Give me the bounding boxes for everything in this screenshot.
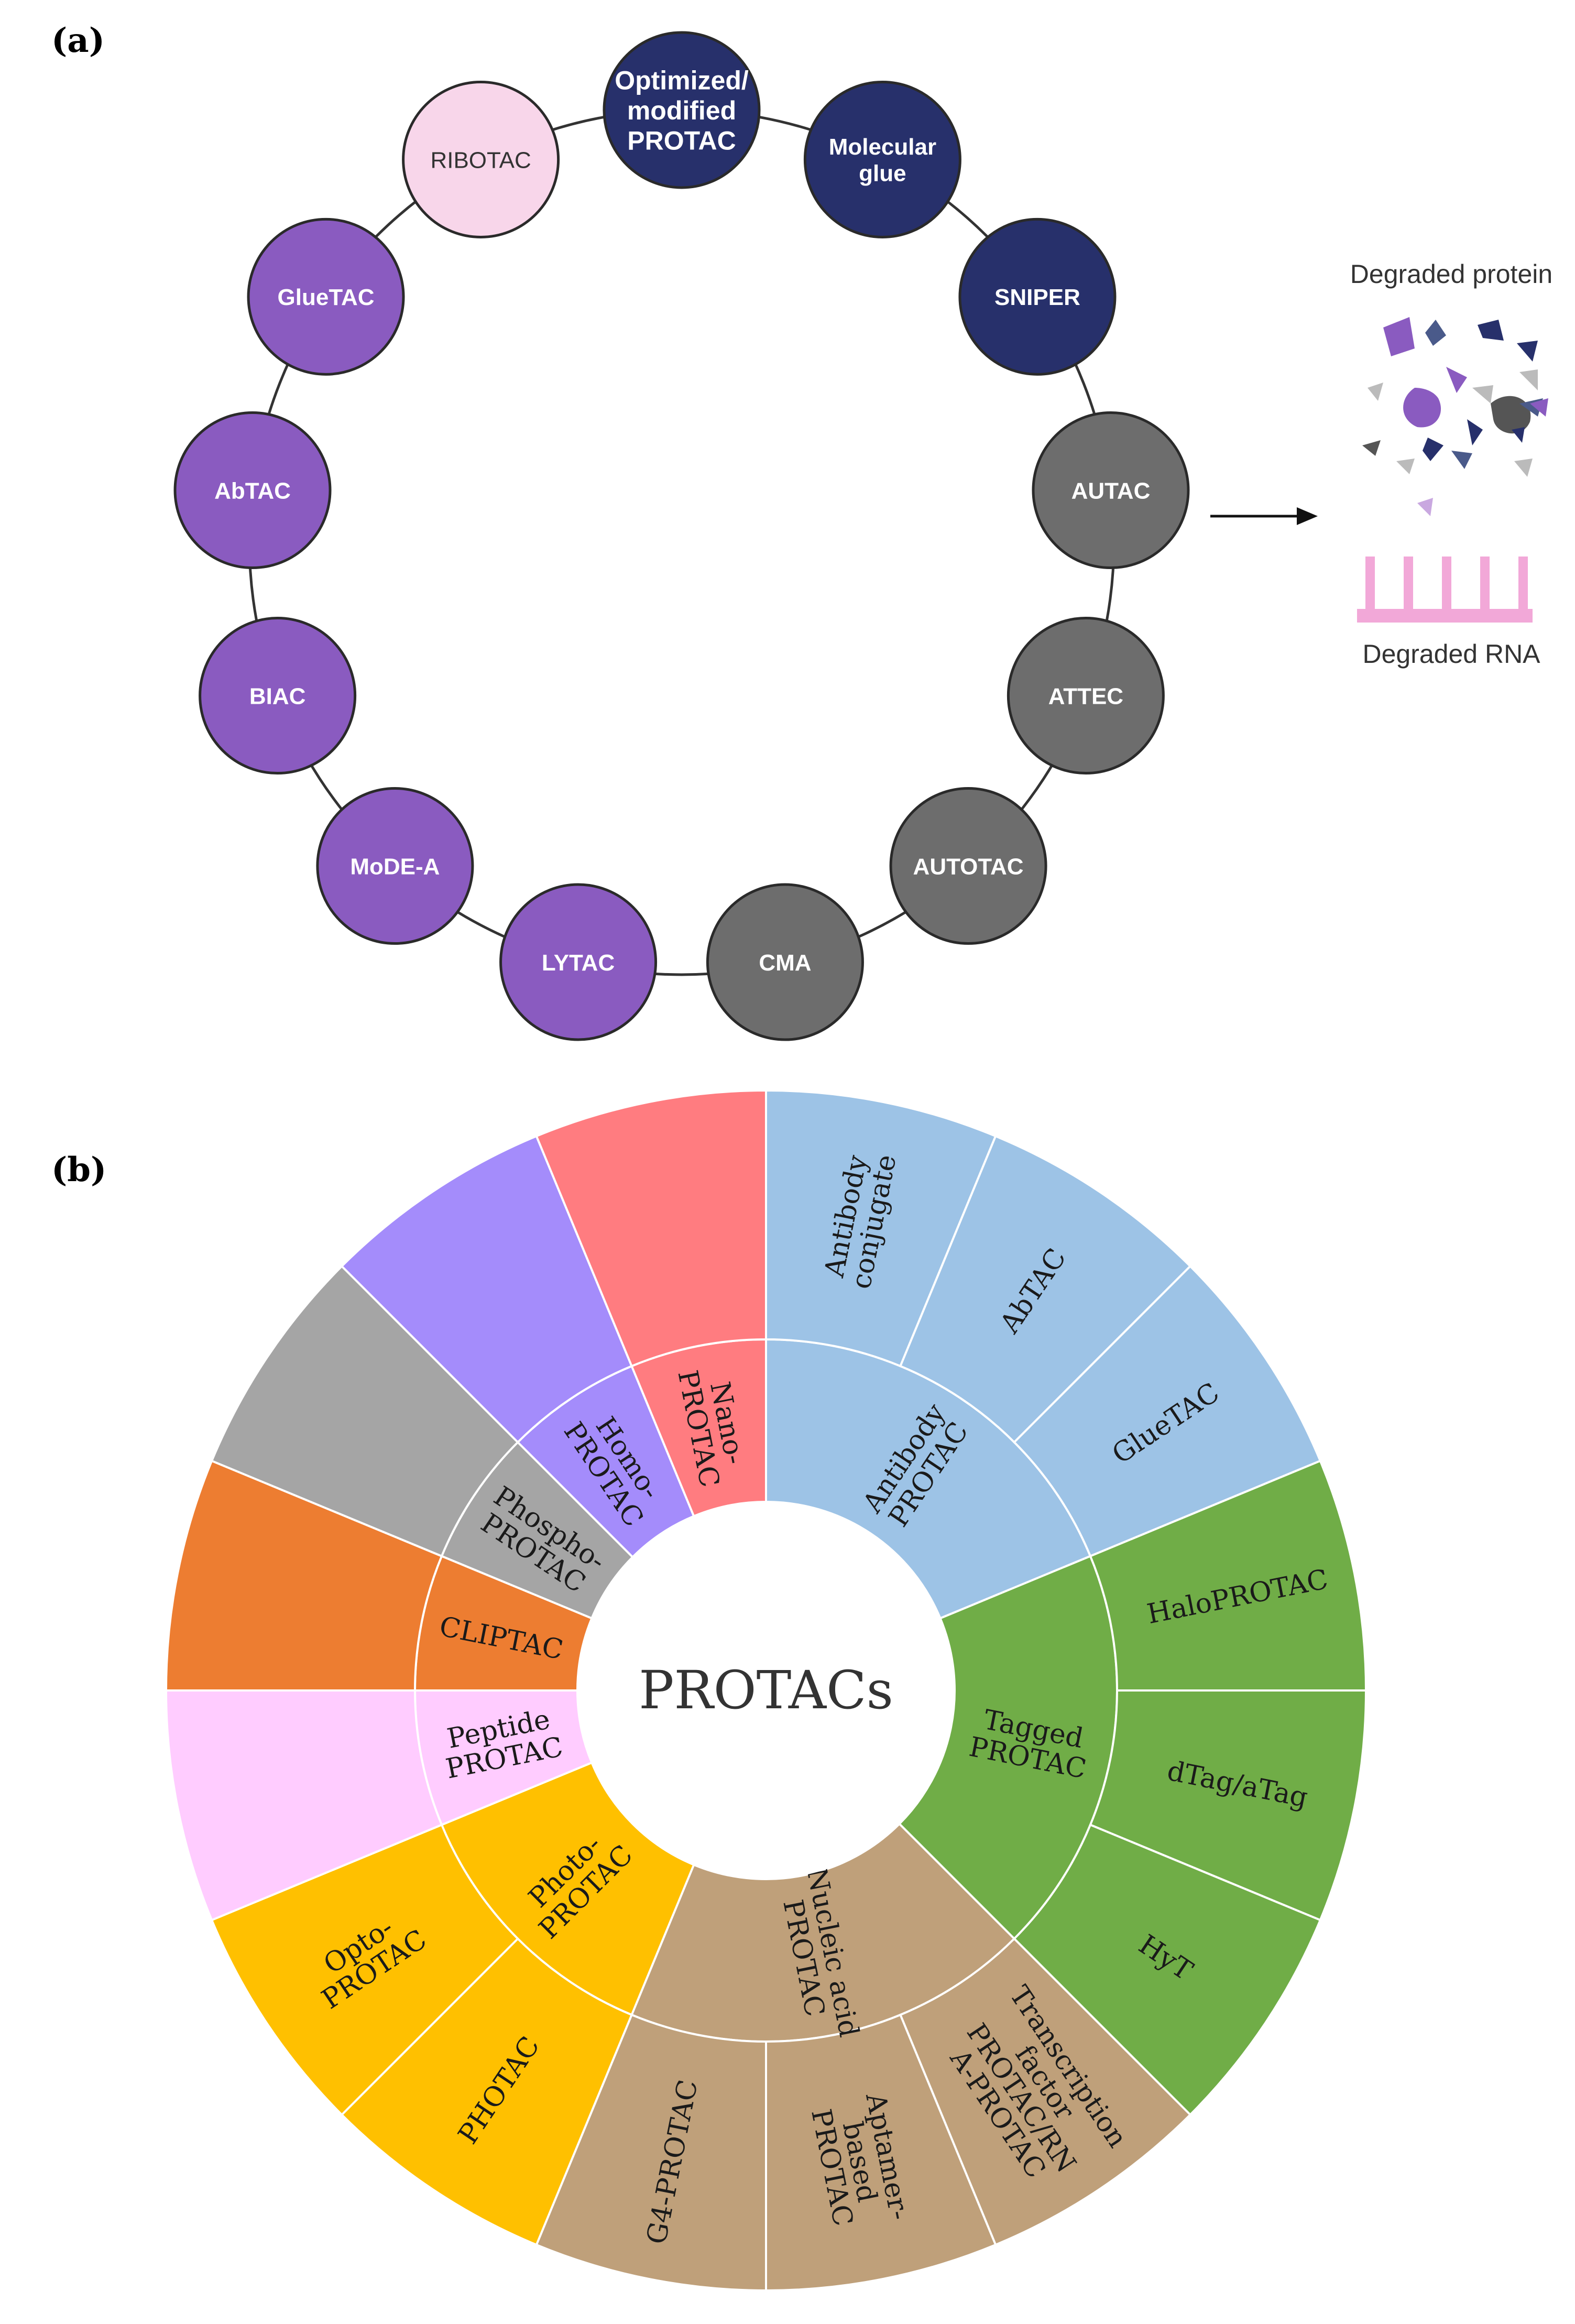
node-ribotac: RIBOTAC [402, 80, 560, 238]
node-autac: AUTAC [1032, 411, 1190, 570]
node-circle-gluetac [247, 217, 405, 376]
category-nano-protac: Nano-PROTAC [535, 1089, 767, 1518]
node-gluetac: GlueTAC [247, 217, 405, 376]
center-disc [577, 1502, 955, 1879]
degradation-arrow [1210, 507, 1318, 525]
node-label: RIBOTAC [430, 147, 531, 173]
node-circle-sniper [958, 217, 1117, 376]
node-circle-optimized-modified-protac [603, 31, 761, 189]
node-label: SNIPER [994, 285, 1080, 310]
subcategory-sector [535, 1089, 767, 1368]
node-lytac: LYTAC [499, 883, 658, 1041]
node-label: Molecular [829, 134, 936, 160]
panel-a-label: (a) [51, 21, 105, 60]
node-circle-ribotac [402, 80, 560, 238]
node-label: PROTAC [627, 126, 736, 156]
panel-b-label: (b) [51, 1150, 107, 1190]
node-mode-a: MoDE-A [316, 787, 474, 945]
node-label: ATTEC [1048, 683, 1123, 709]
degraded-rna-icon [1357, 557, 1533, 623]
node-circle-molecular-glue [803, 80, 961, 238]
node-label: LYTAC [542, 950, 615, 976]
degraded-rna-label: Degraded RNA [1362, 639, 1540, 669]
node-abtac: AbTAC [173, 411, 332, 570]
node-cma: CMA [706, 883, 864, 1041]
node-circle-mode-a [316, 787, 474, 945]
node-label: Optimized/ [615, 66, 749, 95]
category-homo-protac: Homo-PROTAC [340, 1134, 695, 1559]
node-circle-lytac [499, 883, 658, 1041]
node-circle-attec [1007, 617, 1165, 775]
center-label: PROTACs [639, 1660, 893, 1721]
node-label: AUTOTAC [913, 854, 1024, 879]
node-circle-biac [199, 617, 357, 775]
degraded-protein-label: Degraded protein [1350, 259, 1552, 289]
node-biac: BIAC [199, 617, 357, 775]
node-label: glue [859, 161, 906, 187]
degraded-protein-fragments-icon [1362, 317, 1548, 516]
node-attec: ATTEC [1007, 617, 1165, 775]
node-circle-cma [706, 883, 864, 1041]
node-label: modified [627, 96, 736, 125]
node-label: MoDE-A [350, 854, 440, 879]
category-nucleic-acid-protac: TranscriptionfactorPROTAC/RNA-PROTACApta… [535, 1822, 1192, 2292]
node-autotac: AUTOTAC [889, 787, 1047, 945]
node-label: AUTAC [1071, 478, 1151, 504]
node-label: BIAC [249, 683, 306, 709]
node-label: GlueTAC [278, 285, 375, 310]
node-circle-autotac [889, 787, 1047, 945]
node-circle-abtac [173, 411, 332, 570]
node-label: AbTAC [214, 478, 291, 504]
node-sniper: SNIPER [958, 217, 1117, 376]
node-label: CMA [759, 950, 811, 976]
node-circle-autac [1032, 411, 1190, 570]
